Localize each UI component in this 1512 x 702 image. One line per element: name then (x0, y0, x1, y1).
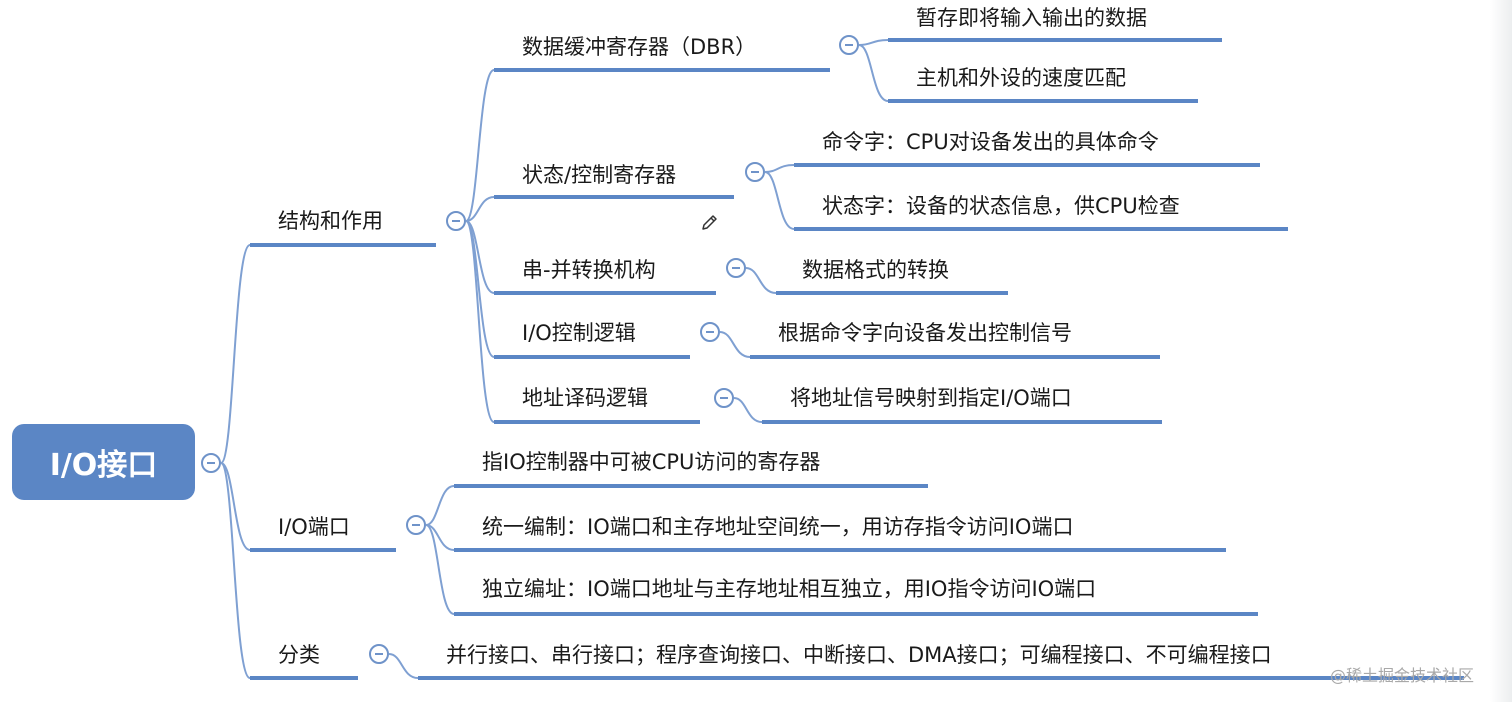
detail-data-format: 数据格式的转换 (802, 258, 949, 282)
connector-line (220, 244, 251, 464)
node-serial-parallel[interactable]: 串-并转换机构 (522, 258, 656, 282)
connector-line (465, 196, 495, 222)
collapse-icon[interactable] (369, 644, 389, 664)
detail-command-word: 命令字：CPU对设备发出的具体命令 (822, 130, 1159, 154)
detail-dbr-1: 暂存即将输入输出的数据 (916, 6, 1147, 30)
node-address-decode[interactable]: 地址译码逻辑 (522, 386, 648, 410)
connector-line (465, 220, 495, 423)
detail-independent-addressing: 独立编址：IO端口地址与主存地址相互独立，用IO指令访问IO端口 (482, 577, 1097, 601)
connector-line (745, 267, 777, 294)
detail-control-signal: 根据命令字向设备发出控制信号 (778, 321, 1072, 345)
collapse-icon[interactable] (446, 211, 466, 231)
detail-interface-types: 并行接口、串行接口；程序查询接口、中断接口、DMA接口；可编程接口、不可编程接口 (446, 643, 1272, 667)
collapse-icon[interactable] (406, 515, 426, 535)
collapse-icon[interactable] (201, 453, 221, 473)
collapse-icon[interactable] (745, 162, 765, 182)
detail-status-word: 状态字：设备的状态信息，供CPU检查 (822, 194, 1180, 218)
connector-line (220, 462, 251, 679)
branch-structure-function[interactable]: 结构和作用 (278, 209, 383, 233)
watermark: @稀土掘金技术社区 (1330, 666, 1475, 685)
connector-line (425, 485, 455, 526)
connector-line (733, 397, 763, 423)
detail-address-mapping: 将地址信号映射到指定I/O端口 (790, 386, 1072, 410)
connector-line (858, 39, 889, 46)
pencil-icon (702, 215, 717, 230)
connector-line (764, 164, 795, 173)
detail-unified-addressing: 统一编制：IO端口和主存地址空间统一，用访存指令访问IO端口 (482, 515, 1074, 539)
connector-line (425, 524, 455, 615)
connector-line (388, 653, 419, 679)
node-dbr[interactable]: 数据缓冲寄存器（DBR） (522, 35, 757, 59)
detail-io-port-definition: 指IO控制器中可被CPU访问的寄存器 (482, 450, 821, 474)
collapse-icon[interactable] (700, 322, 720, 342)
detail-dbr-2: 主机和外设的速度匹配 (916, 66, 1126, 90)
connector-line (858, 44, 889, 102)
root-label: I/O接口 (49, 448, 158, 483)
collapse-icon[interactable] (714, 388, 734, 408)
node-io-control-logic[interactable]: I/O控制逻辑 (522, 321, 636, 345)
node-status-control-register[interactable]: 状态/控制寄存器 (522, 163, 677, 187)
root-node[interactable]: I/O接口 (12, 424, 195, 500)
connector-line (465, 69, 495, 222)
collapse-icon[interactable] (839, 35, 859, 55)
branch-classification[interactable]: 分类 (278, 643, 320, 667)
connector-line (220, 462, 251, 551)
window-edge (1490, 0, 1512, 702)
connector-line (719, 331, 751, 358)
connector-line (764, 171, 795, 230)
collapse-icon[interactable] (726, 258, 746, 278)
branch-io-port[interactable]: I/O端口 (278, 515, 350, 539)
